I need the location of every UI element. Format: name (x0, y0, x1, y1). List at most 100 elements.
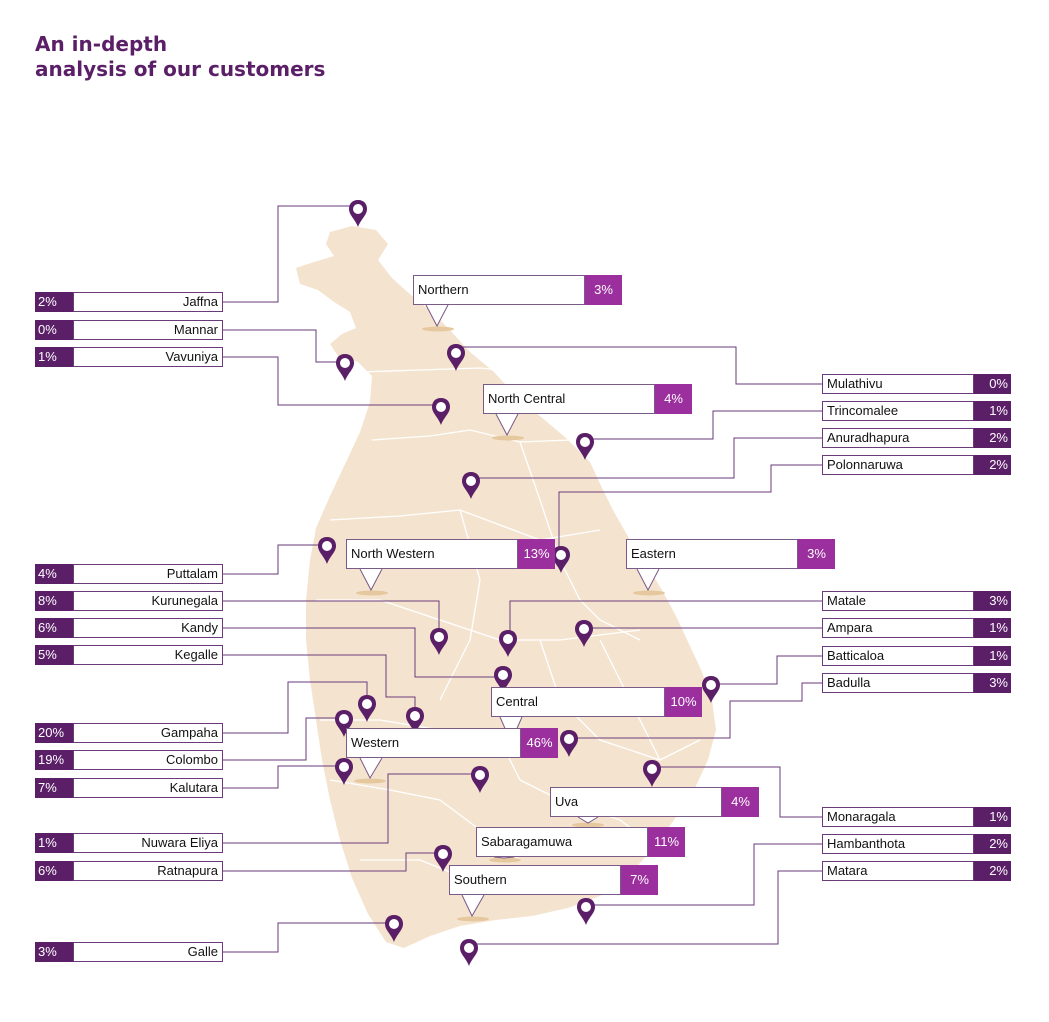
district-percentage: 3% (974, 673, 1011, 693)
map-pin-icon (576, 433, 594, 460)
district-name: Jaffna (73, 292, 223, 312)
district-percentage: 2% (35, 292, 73, 312)
map-pin-icon (335, 758, 353, 785)
district-name: Anuradhapura (822, 428, 974, 448)
province-percentage: 11% (648, 827, 685, 857)
map-pin-icon (432, 398, 450, 425)
province-name: Uva (550, 787, 722, 817)
district-name: Batticaloa (822, 646, 974, 666)
map-pin-icon (702, 676, 720, 703)
leader-lines (223, 205, 822, 953)
district-percentage: 1% (974, 401, 1011, 421)
district-label-galle: 3%Galle (35, 942, 223, 962)
leader-line-kurunegala (223, 600, 440, 634)
title-line-1: An in-depth (35, 32, 168, 56)
district-percentage: 6% (35, 861, 73, 881)
map-pin-icon (430, 628, 448, 655)
map-pin-icon (358, 695, 376, 722)
island-shape (296, 226, 716, 948)
leader-line-galle (223, 922, 390, 953)
map-pin-icon (560, 730, 578, 757)
district-name: Kurunegala (73, 591, 223, 611)
district-label-kalutara: 7%Kalutara (35, 778, 223, 798)
district-label-kandy: 6%Kandy (35, 618, 223, 638)
district-percentage: 8% (35, 591, 73, 611)
district-name: Colombo (73, 750, 223, 770)
leader-line-badulla (573, 682, 822, 739)
district-label-kurunegala: 8%Kurunegala (35, 591, 223, 611)
map-pin-icon (406, 707, 424, 734)
district-percentage: 4% (35, 564, 73, 584)
district-name: Badulla (822, 673, 974, 693)
map-pin-icon (336, 354, 354, 381)
title-line-2: analysis of our customers (35, 57, 326, 81)
district-percentage: 1% (974, 618, 1011, 638)
leader-line-kalutara (223, 765, 340, 789)
province-percentage: 10% (665, 687, 702, 717)
province-percentage: 4% (722, 787, 759, 817)
district-percentage: 1% (35, 347, 73, 367)
map-pin-icon (471, 766, 489, 793)
district-percentage: 0% (35, 320, 73, 340)
district-name: Matale (822, 591, 974, 611)
map-pin-icon (577, 898, 595, 925)
leader-line-puttalam (223, 544, 323, 575)
district-label-gampaha: 20%Gampaha (35, 723, 223, 743)
district-label-nuwara-eliya: 1%Nuwara Eliya (35, 833, 223, 853)
map-pin-icon (447, 344, 465, 371)
district-label-ratnapura: 6%Ratnapura (35, 861, 223, 881)
leader-line-batticaloa (715, 655, 822, 685)
province-name: Northern (413, 275, 585, 305)
district-percentage: 1% (35, 833, 73, 853)
district-percentage: 2% (974, 861, 1011, 881)
map-pin-icon (494, 666, 512, 693)
district-name: Mannar (73, 320, 223, 340)
leader-line-hambanthota (590, 843, 822, 906)
district-label-colombo: 19%Colombo (35, 750, 223, 770)
district-percentage: 3% (974, 591, 1011, 611)
province-name: North Central (483, 384, 655, 414)
district-name: Hambanthota (822, 834, 974, 854)
district-name: Ampara (822, 618, 974, 638)
map-pin-icon (434, 845, 452, 872)
district-percentage: 2% (974, 834, 1011, 854)
map-pins (318, 200, 720, 966)
district-percentage: 1% (974, 807, 1011, 827)
district-percentage: 0% (974, 374, 1011, 394)
leader-line-gampaha (223, 681, 368, 734)
province-percentage: 46% (521, 728, 558, 758)
province-name: Eastern (626, 539, 798, 569)
leader-line-mulathivu (460, 346, 822, 385)
district-name: Trincomalee (822, 401, 974, 421)
map-pin-icon (335, 710, 353, 737)
leader-line-kegalle (223, 654, 416, 713)
district-name: Mulathivu (822, 374, 974, 394)
province-percentage: 7% (621, 865, 658, 895)
leader-line-nuwara-eliya (223, 773, 476, 844)
leader-line-jaffna (223, 205, 354, 303)
leader-line-kandy (223, 627, 499, 678)
district-label-mannar: 0%Mannar (35, 320, 223, 340)
district-name: Monaragala (822, 807, 974, 827)
province-pointers (354, 304, 665, 922)
province-name: Southern (449, 865, 621, 895)
leader-line-polonnaruwa (558, 464, 822, 552)
map-pin-icon (643, 760, 661, 787)
leader-line-anuradhapura (475, 437, 822, 479)
province-percentage: 3% (585, 275, 622, 305)
map-pin-icon (349, 200, 367, 227)
map-pin-icon (499, 630, 517, 657)
district-percentage: 5% (35, 645, 73, 665)
page-title: An in-depth analysis of our customers (35, 32, 325, 82)
